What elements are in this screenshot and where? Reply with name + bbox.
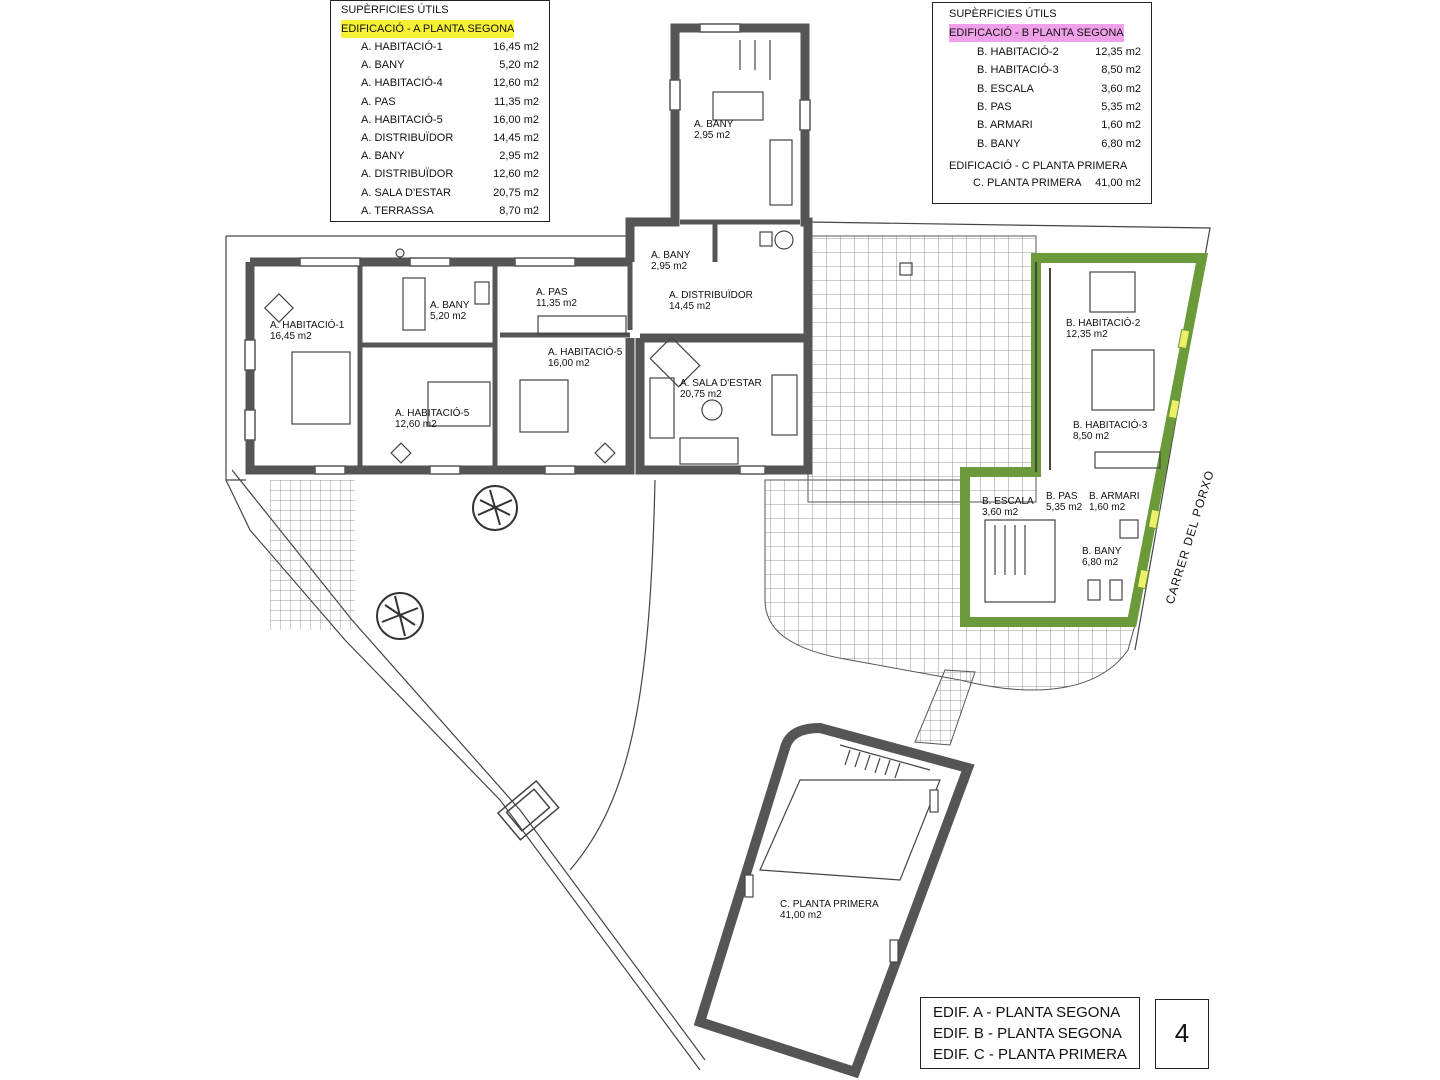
table-b-subtitle: EDIFICACIÓ - B PLANTA SEGONA — [949, 24, 1124, 43]
building-b-furniture — [984, 271, 1161, 603]
terrace-bottom — [764, 479, 1136, 691]
gazebo — [496, 779, 560, 841]
building-b-windows — [1136, 328, 1191, 590]
legend-box: EDIF. A - PLANTA SEGONA EDIF. B - PLANTA… — [920, 997, 1140, 1069]
building-a-windows — [244, 23, 811, 475]
building-a-inner-walls — [357, 219, 800, 470]
tree-2 — [376, 592, 424, 640]
bridge-walkway — [914, 669, 976, 746]
legend-item: EDIF. B - PLANTA SEGONA — [933, 1025, 1122, 1042]
table-a-title: SUPÈRFICIES ÚTILS — [341, 4, 449, 16]
legend-item: EDIF. A - PLANTA SEGONA — [933, 1004, 1121, 1021]
table-c-subtitle: EDIFICACIÓ - C PLANTA PRIMERA — [949, 160, 1128, 172]
building-c-walls — [693, 722, 975, 1079]
legend-item: EDIF. C - PLANTA PRIMERA — [933, 1046, 1127, 1063]
building-a-furniture — [264, 40, 913, 465]
page-number: 4 — [1155, 999, 1209, 1069]
building-b-inner — [1035, 262, 1051, 472]
terrace-left — [270, 480, 355, 630]
building-c-details — [744, 744, 941, 963]
areas-table-b: SUPÈRFICIES ÚTILS EDIFICACIÓ - B PLANTA … — [932, 2, 1152, 204]
terrace-top — [807, 235, 1037, 503]
table-b-title: SUPÈRFICIES ÚTILS — [949, 8, 1057, 20]
tree-1 — [472, 485, 518, 531]
table-a-subtitle: EDIFICACIÓ - A PLANTA SEGONA — [341, 20, 515, 39]
areas-table-a: SUPÈRFICIES ÚTILS EDIFICACIÓ - A PLANTA … — [330, 0, 550, 222]
